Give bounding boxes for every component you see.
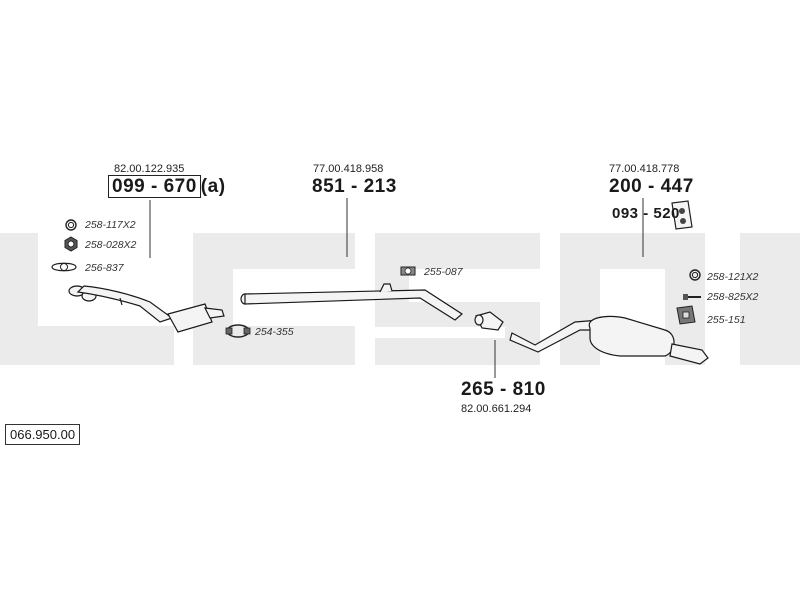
leader-lines	[149, 198, 644, 378]
ring-icon	[689, 269, 701, 281]
ref-number: 82.00.122.935	[114, 163, 185, 175]
part-number-hanger[interactable]: 093 - 520	[612, 205, 680, 222]
small-part-label[interactable]: 255-151	[707, 314, 746, 326]
small-part-label[interactable]: 258-825X2	[707, 291, 759, 303]
ref-number: 77.00.418.778	[609, 163, 680, 175]
clamp-icon	[225, 324, 251, 338]
rubber-mount-icon	[676, 305, 696, 325]
part-number-intermediate[interactable]: 851 - 213	[312, 176, 397, 197]
small-part-label[interactable]: 255-087	[424, 266, 463, 278]
ring-icon	[65, 219, 77, 231]
part-number-box[interactable]: 099 - 670	[108, 175, 201, 198]
small-part-label[interactable]: 256-837	[85, 262, 124, 274]
nut-icon	[64, 236, 78, 252]
front-pipe-catalyst	[68, 285, 225, 333]
part-number-suffix: (a)	[200, 176, 226, 197]
ref-number: 77.00.418.958	[313, 163, 384, 175]
small-part-label[interactable]: 258-121X2	[707, 271, 759, 283]
intermediate-pipe	[240, 283, 463, 321]
diagram-number: 066.950.00	[5, 424, 81, 445]
hanger-icon	[671, 200, 693, 230]
connector-pipe	[474, 311, 504, 331]
ref-number: 82.00.661.294	[461, 403, 532, 415]
small-part-label[interactable]: 254-355	[255, 326, 294, 338]
part-number-rear[interactable]: 200 - 447	[609, 176, 694, 197]
small-part-label[interactable]: 258-028X2	[85, 239, 137, 251]
gasket-icon	[51, 262, 77, 272]
rear-silencer	[509, 315, 709, 365]
small-part-label[interactable]: 258-117X2	[85, 219, 136, 231]
part-number-front[interactable]: 099 - 670(a)	[108, 175, 226, 198]
bolt-icon	[683, 294, 701, 300]
clamp-icon	[400, 266, 416, 276]
part-number-connector[interactable]: 265 - 810	[461, 379, 546, 400]
